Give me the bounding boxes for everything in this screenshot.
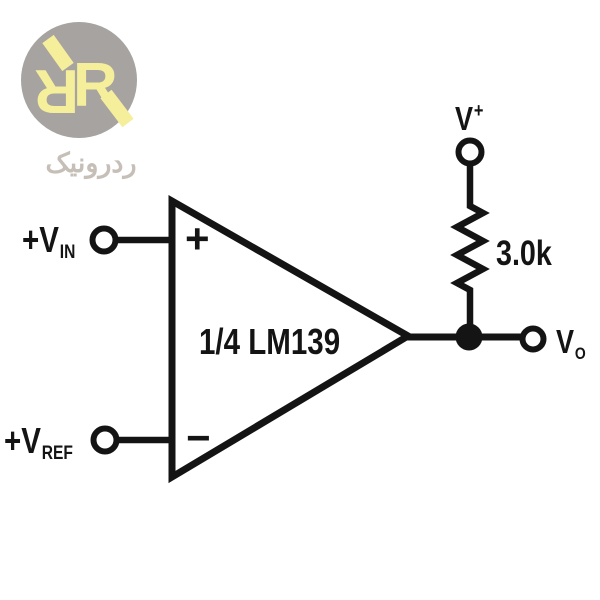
vref-label-main: +V (4, 420, 41, 461)
output-label-subscript: O (574, 344, 586, 363)
opamp-triangle-symbol (168, 194, 415, 484)
inverting-input-terminal (90, 425, 120, 455)
supply-label-main: V (455, 100, 474, 137)
output-label: VO (556, 325, 592, 362)
vin-label-main: +V (22, 219, 59, 260)
brand-logo-circle: R R (21, 22, 137, 138)
output-terminal (519, 325, 547, 353)
svg-text:R: R (34, 56, 79, 125)
noninverting-input-terminal (89, 225, 119, 255)
brand-monogram-icon: R R (21, 22, 137, 138)
resistor-value-label: 3.0k (496, 236, 564, 271)
device-label: 1/4 LM139 (199, 324, 371, 360)
junction-dot (455, 323, 483, 351)
svg-text:R: R (73, 51, 118, 120)
brand-name-text: ردرونیک (45, 148, 137, 178)
noninverting-plus-symbol: + (185, 215, 210, 262)
output-label-main: V (556, 323, 575, 360)
vref-label-subscript: REF (41, 443, 73, 464)
resistor-value-text: 3.0k (496, 234, 552, 273)
device-label-text: 1/4 LM139 (199, 321, 341, 362)
inverting-input-label: +VREF (4, 420, 88, 464)
supply-label: V+ (455, 101, 490, 135)
inverting-minus-symbol: − (186, 414, 211, 461)
vin-label-subscript: IN (59, 242, 76, 263)
supply-terminal (455, 137, 485, 167)
supply-label-superscript: + (473, 100, 484, 122)
brand-logo: R R ردرونیک (0, 0, 200, 200)
pullup-resistor-symbol (450, 163, 490, 326)
noninverting-input-label: +VIN (22, 219, 87, 263)
